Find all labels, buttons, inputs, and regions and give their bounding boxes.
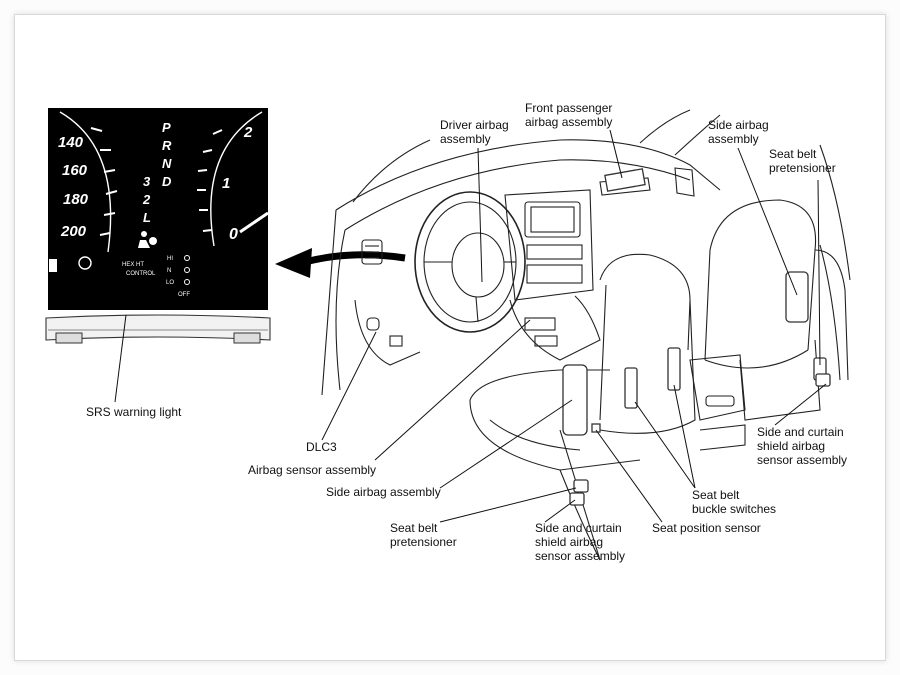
- label-dlc3: DLC3: [306, 440, 337, 454]
- rpm-label-2: 2: [243, 124, 253, 141]
- gear-l: L: [143, 210, 151, 225]
- label-seat-belt-pret-bottom-1: Seat belt: [390, 521, 438, 535]
- front-passenger-airbag-module: [604, 168, 646, 192]
- seat-position-sensor: [591, 423, 601, 433]
- side-airbag-module-passenger: [785, 271, 809, 323]
- label-seat-belt-pret-right-2: pretensioner: [769, 161, 836, 175]
- mode-n: N: [167, 268, 171, 274]
- srs-components: [562, 168, 831, 506]
- side-curtain-sensor-right: [815, 373, 831, 387]
- label-side-curtain-right-3: sensor assembly: [757, 453, 847, 467]
- label-side-curtain-right-1: Side and curtain: [757, 425, 844, 439]
- cluster-arrow: [275, 248, 406, 278]
- side-curtain-sensor-bottom: [569, 492, 585, 506]
- control-label: CONTROL: [126, 271, 156, 277]
- label-side-curtain-right-2: shield airbag: [757, 439, 825, 453]
- label-srs-warning-light: SRS warning light: [86, 405, 182, 419]
- mode-lo: LO: [166, 280, 174, 286]
- instrument-cluster-inset: 140 160 180 200 P R N D 3 2 L: [45, 108, 271, 344]
- label-front-passenger-2: airbag assembly: [525, 115, 612, 129]
- label-driver-airbag-1: Driver airbag: [440, 118, 509, 132]
- label-front-passenger-1: Front passenger: [525, 101, 612, 115]
- gear-p: P: [162, 120, 171, 135]
- label-side-curtain-bottom-2: shield airbag: [535, 535, 603, 549]
- label-seat-position-sensor: Seat position sensor: [652, 521, 761, 535]
- speed-label-140: 140: [58, 134, 84, 151]
- buckle-switch-right: [667, 347, 681, 391]
- label-seat-belt-pret-right-1: Seat belt: [769, 147, 817, 161]
- label-buckle-switches-1: Seat belt: [692, 488, 740, 502]
- label-side-airbag-top-1: Side airbag: [708, 118, 769, 132]
- mode-off: OFF: [178, 292, 190, 298]
- side-airbag-module-driver: [562, 364, 588, 436]
- rpm-label-1: 1: [222, 175, 230, 192]
- hex-ht-label: HEX HT: [122, 262, 144, 268]
- gear-r: R: [162, 138, 172, 153]
- buckle-switch-left: [624, 367, 638, 409]
- rpm-label-0: 0: [229, 226, 238, 243]
- leader-lines: [114, 129, 827, 523]
- speed-label-160: 160: [62, 162, 88, 179]
- callout-labels: Driver airbag assembly Front passenger a…: [86, 101, 847, 563]
- label-side-airbag-top-2: assembly: [708, 132, 759, 146]
- label-driver-airbag-2: assembly: [440, 132, 491, 146]
- gear-d: D: [162, 174, 172, 189]
- label-seat-belt-pret-bottom-2: pretensioner: [390, 535, 457, 549]
- cluster-panel: [48, 108, 268, 310]
- seat-belt-pretensioner-bottom: [573, 479, 589, 493]
- airbag-warning-icon: [138, 231, 157, 248]
- speed-label-180: 180: [63, 191, 89, 208]
- label-airbag-sensor: Airbag sensor assembly: [248, 463, 376, 477]
- label-side-curtain-bottom-1: Side and curtain: [535, 521, 622, 535]
- label-buckle-switches-2: buckle switches: [692, 502, 776, 516]
- speed-label-200: 200: [60, 223, 87, 240]
- mode-hi: HI: [167, 256, 173, 262]
- label-side-airbag-bottom: Side airbag assembly: [326, 485, 441, 499]
- gear-3: 3: [143, 174, 151, 189]
- label-side-curtain-bottom-3: sensor assembly: [535, 549, 625, 563]
- gear-2: 2: [142, 192, 151, 207]
- gear-n: N: [162, 156, 172, 171]
